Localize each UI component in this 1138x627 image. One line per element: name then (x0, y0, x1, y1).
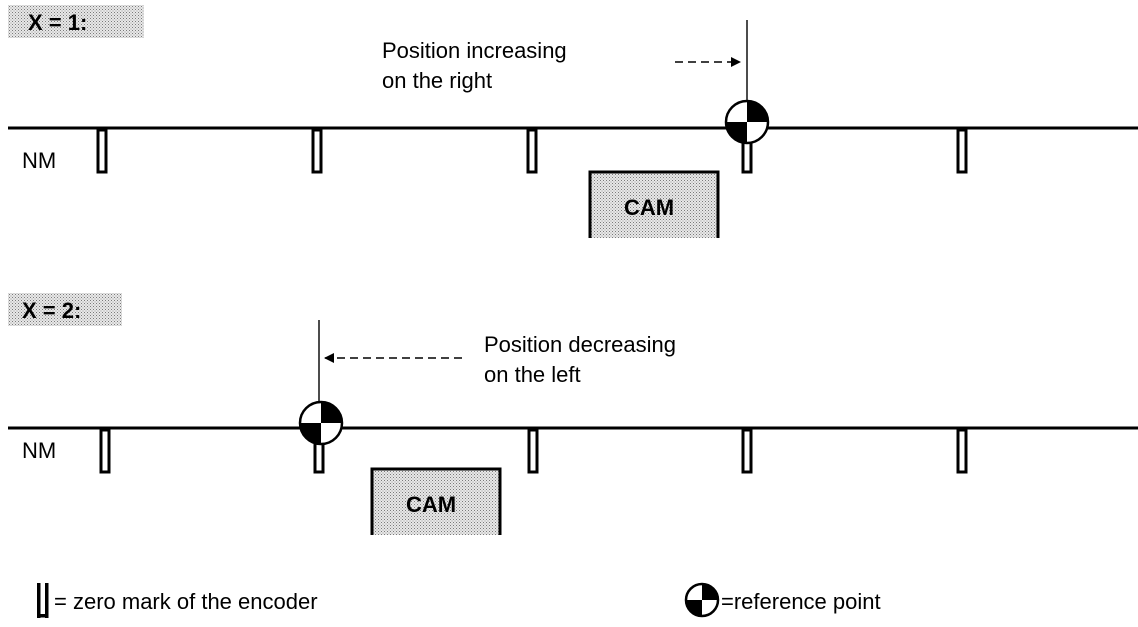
scenario-2-cam (372, 469, 500, 535)
scenario-2-cam-label: CAM (406, 492, 456, 517)
scenario-1-cam-label: CAM (624, 195, 674, 220)
scenario-2-tag-box (8, 293, 122, 326)
scenario-1-zero-mark (526, 128, 538, 174)
scenario-2-zero-mark (741, 428, 753, 474)
scenario-2-zero-mark (527, 428, 539, 474)
legend-reference-point-text: =reference point (721, 589, 881, 614)
scenario-1-tag: X = 1: (28, 10, 87, 35)
scenario-1-track-label: NM (22, 148, 56, 173)
zero-mark-icon (37, 583, 49, 618)
scenario-1-zero-mark (311, 128, 323, 174)
legend-zero-mark-text: = zero mark of the encoder (54, 589, 318, 614)
scenario-1: X = 1: Position increasing on the right … (8, 5, 1138, 238)
scenario-2-zero-mark (956, 428, 968, 474)
scenario-1-zero-mark (96, 128, 108, 174)
legend: = zero mark of the encoder =reference po… (37, 582, 881, 618)
scenario-2-tag: X = 2: (22, 298, 81, 323)
scenario-2: X = 2: Position decreasing on the left N… (8, 293, 1138, 535)
scenario-2-direction-label-line2: on the left (484, 362, 581, 387)
reference-point-icon (724, 99, 770, 145)
scenario-2-cam-outline (370, 467, 502, 535)
reference-point-icon (298, 400, 344, 446)
scenario-1-zero-mark (956, 128, 968, 174)
scenario-2-direction-label-line1: Position decreasing (484, 332, 676, 357)
scenario-1-cam (590, 172, 718, 238)
reference-point-icon (684, 582, 720, 618)
scenario-1-tag-box (8, 5, 144, 38)
scenario-1-direction-label-line1: Position increasing (382, 38, 567, 63)
scenario-1-direction-label-line2: on the right (382, 68, 492, 93)
scenario-2-track-label: NM (22, 438, 56, 463)
scenario-2-zero-mark (99, 428, 111, 474)
scenario-1-cam-outline (588, 170, 720, 238)
